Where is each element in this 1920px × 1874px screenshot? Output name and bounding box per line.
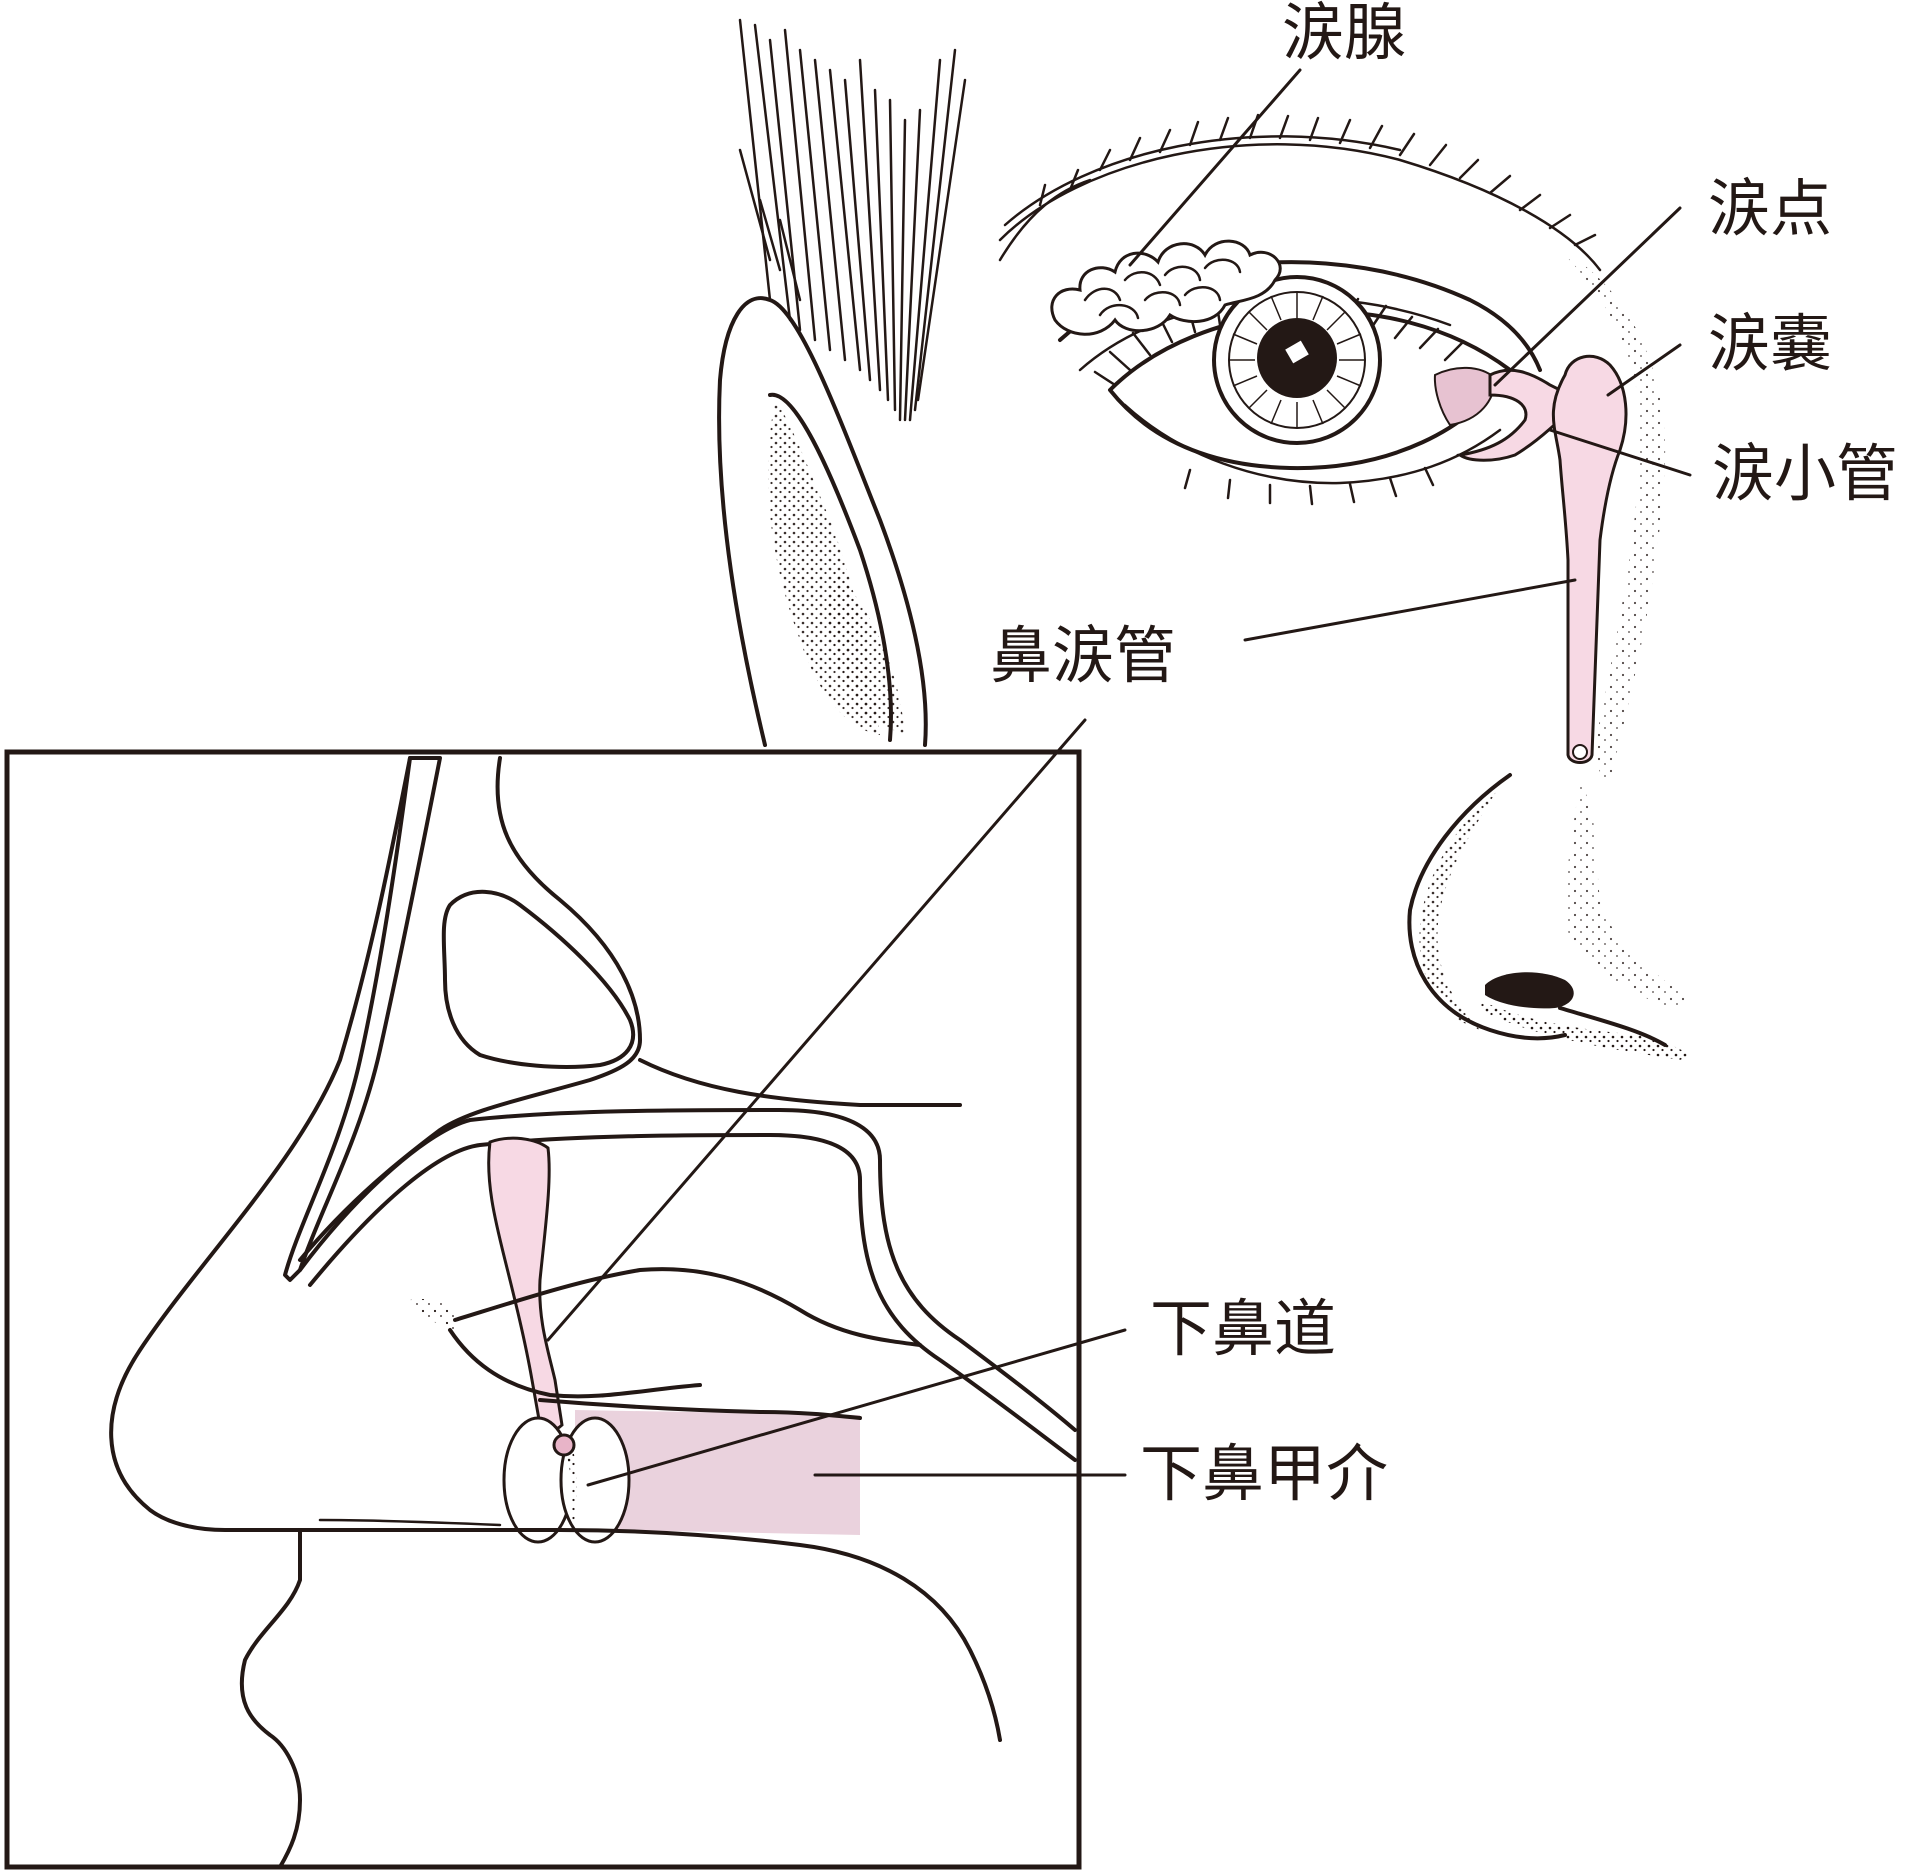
lacrimal-caruncle bbox=[1433, 366, 1497, 427]
nasal-cross-section-inset bbox=[4, 749, 1082, 1870]
nostril bbox=[1485, 972, 1574, 1009]
cheek-shading bbox=[1560, 250, 1666, 780]
duct-opening bbox=[1572, 744, 1588, 760]
nasal-floor bbox=[298, 1527, 1002, 1742]
leader-lacrimal-gland bbox=[1128, 68, 1302, 267]
label-inferior-meatus: 下鼻道 bbox=[1150, 1292, 1337, 1365]
frontal-sinus bbox=[441, 889, 636, 1069]
inset-frame bbox=[4, 749, 1082, 1870]
leader-lacrimal-canaliculus bbox=[1548, 428, 1692, 477]
nose-wing bbox=[1558, 1006, 1667, 1047]
middle-turbinate bbox=[453, 1267, 922, 1347]
lower-eyelid bbox=[1123, 403, 1502, 485]
label-lacrimal-gland: 涙腺 bbox=[1282, 0, 1407, 69]
maxilla-inner bbox=[308, 1133, 1077, 1462]
nasal-vestibule-right bbox=[559, 1416, 631, 1544]
turbinate-dotted bbox=[410, 1299, 456, 1330]
eyebrow bbox=[998, 113, 1602, 272]
label-lacrimal-canaliculus: 涙小管 bbox=[1712, 437, 1899, 510]
lacrimal-gland bbox=[1050, 239, 1282, 336]
hair bbox=[738, 18, 967, 422]
lip-line bbox=[318, 1518, 502, 1527]
nose-shading bbox=[1419, 785, 1500, 1030]
face-illustration bbox=[717, 18, 1690, 1060]
leader-lacrimal-punctum bbox=[1493, 206, 1682, 387]
orbit-floor-line bbox=[638, 1058, 962, 1108]
nose-profile-outer bbox=[109, 756, 412, 1532]
label-inferior-turbinate: 下鼻甲介 bbox=[1140, 1437, 1389, 1510]
leader-nasolacrimal-duct-inset bbox=[546, 718, 1087, 1342]
nasal-bone bbox=[283, 756, 442, 1282]
ear bbox=[717, 296, 928, 747]
nose-outline bbox=[1407, 773, 1567, 1041]
inferior-turbinate bbox=[575, 1410, 860, 1535]
ear-shading-2 bbox=[828, 570, 905, 735]
nasolacrimal-duct-inset bbox=[487, 1136, 564, 1432]
label-lacrimal-sac: 涙嚢 bbox=[1708, 307, 1833, 380]
leader-nasolacrimal-duct-face bbox=[1243, 578, 1577, 642]
duct-outlet-inset bbox=[552, 1433, 576, 1457]
lacrimal-sac-and-duct bbox=[1551, 354, 1628, 764]
vestibule-shading bbox=[560, 1440, 577, 1530]
label-nasolacrimal-duct: 鼻涙管 bbox=[990, 619, 1177, 692]
leader-lacrimal-sac bbox=[1606, 343, 1682, 397]
label-lacrimal-punctum: 涙点 bbox=[1708, 172, 1833, 245]
leader-inferior-meatus bbox=[586, 1328, 1127, 1487]
nose-bridge-shading bbox=[1565, 780, 1690, 1010]
pupil-highlight bbox=[1285, 340, 1309, 364]
nostril-shading bbox=[1480, 1000, 1690, 1060]
maxilla-upper bbox=[298, 1108, 1077, 1432]
upper-lip bbox=[239, 1528, 302, 1869]
leader-lines bbox=[546, 68, 1692, 1487]
middle-turbinate-inner bbox=[448, 1328, 702, 1399]
iris-texture bbox=[1229, 292, 1365, 428]
lacrimal-canaliculi bbox=[1456, 368, 1583, 462]
